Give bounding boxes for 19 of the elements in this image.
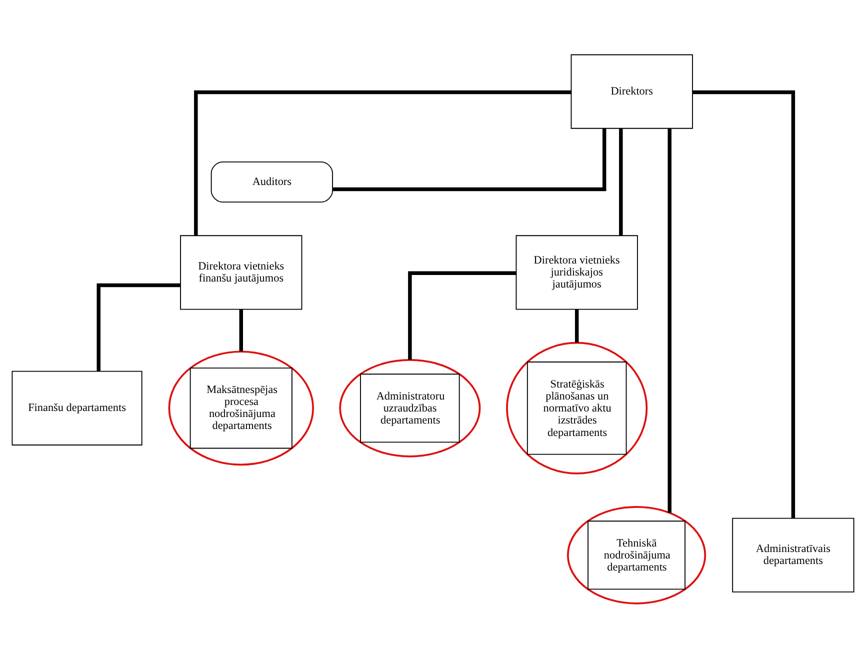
connector xyxy=(96,282,180,371)
connector xyxy=(692,90,796,518)
node-ellipse: Tehniskā nodrošinājuma departaments xyxy=(566,505,706,604)
connector xyxy=(408,270,516,360)
connector xyxy=(668,128,672,512)
connector xyxy=(619,128,623,235)
node-box: Direktors xyxy=(570,54,693,128)
node-box: Direktora vietnieks juridiskajos jautājumos xyxy=(516,234,638,310)
connector xyxy=(332,128,606,191)
connector xyxy=(574,309,579,342)
node-circle: Stratēģiskās plānošanas un normatīvo aktu izstrādes departaments xyxy=(506,341,648,474)
connector xyxy=(194,90,572,236)
node-ellipse: Maksātnespējas procesa nodrošinājuma departaments xyxy=(168,350,314,466)
node-box: Administratīvais departaments xyxy=(732,517,854,592)
connector xyxy=(239,309,243,351)
node-box: Auditors xyxy=(210,161,333,202)
node-box: Direktora vietnieks finanšu jautājumos xyxy=(180,234,302,310)
node-ellipse: Administratoru uzraudzības departaments xyxy=(339,358,481,457)
node-box: Finanšu departaments xyxy=(12,370,142,445)
